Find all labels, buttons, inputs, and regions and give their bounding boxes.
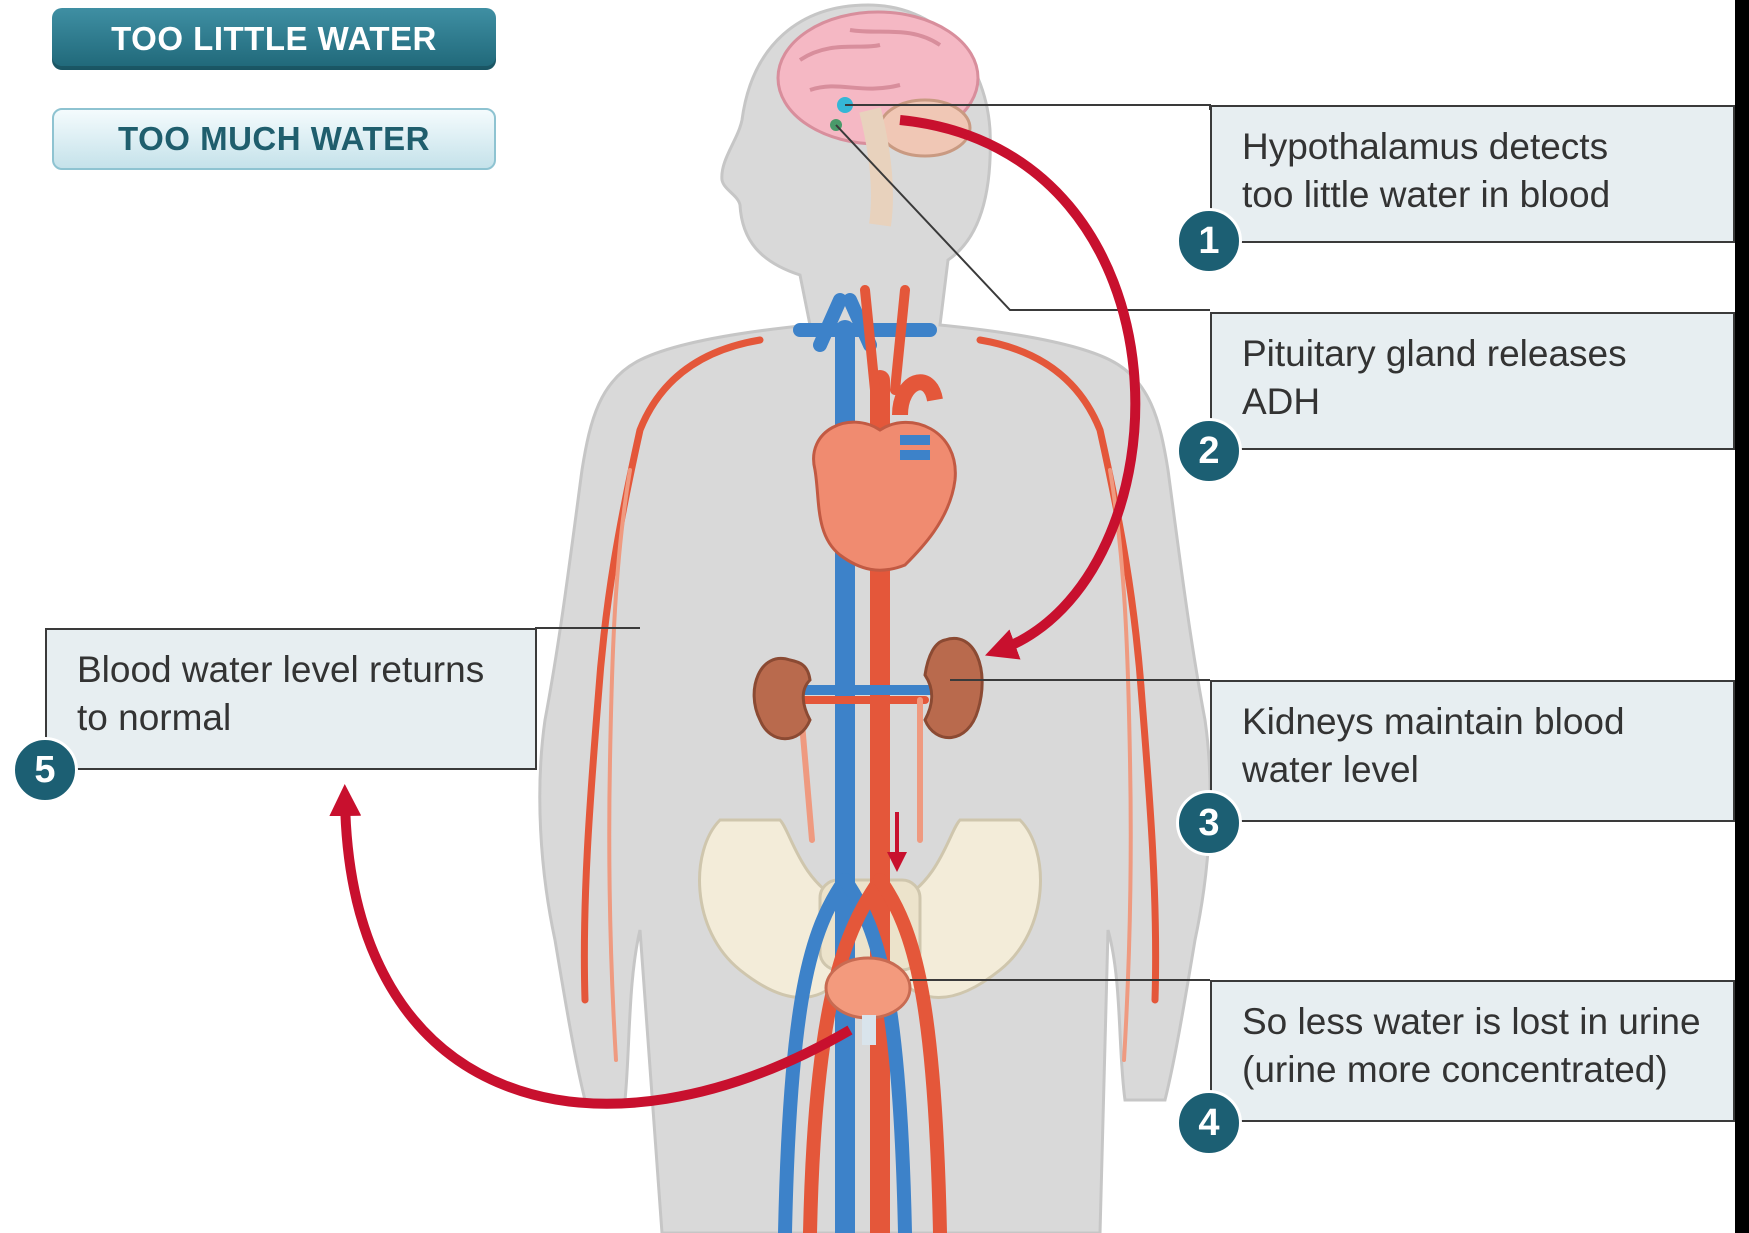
step-5-badge: 5 <box>12 737 78 803</box>
callout-step-3: Kidneys maintain blood water level <box>1210 680 1735 822</box>
callout-text-line: Pituitary gland releases <box>1242 330 1711 378</box>
callout-text-line: to normal <box>77 694 513 742</box>
callout-text-line: ADH <box>1242 378 1711 426</box>
step-3-badge: 3 <box>1176 790 1242 856</box>
callout-step-5: Blood water level returns to normal <box>45 628 537 770</box>
tab-too-little-water[interactable]: TOO LITTLE WATER <box>52 8 496 70</box>
callout-text-line: So less water is lost in urine <box>1242 998 1711 1046</box>
callout-text-line: (urine more concentrated) <box>1242 1046 1711 1094</box>
callout-step-2: Pituitary gland releases ADH <box>1210 312 1735 450</box>
callout-step-1: Hypothalamus detects too little water in… <box>1210 105 1735 243</box>
callout-text-line: Blood water level returns <box>77 646 513 694</box>
callout-text-line: Kidneys maintain blood <box>1242 698 1711 746</box>
callout-text-line: too little water in blood <box>1242 171 1711 219</box>
step-1-badge: 1 <box>1176 208 1242 274</box>
callout-text-line: water level <box>1242 746 1711 794</box>
step-4-badge: 4 <box>1176 1090 1242 1156</box>
step-2-badge: 2 <box>1176 418 1242 484</box>
tab-too-much-water[interactable]: TOO MUCH WATER <box>52 108 496 170</box>
callout-text-line: Hypothalamus detects <box>1242 123 1711 171</box>
callout-step-4: So less water is lost in urine (urine mo… <box>1210 980 1735 1122</box>
